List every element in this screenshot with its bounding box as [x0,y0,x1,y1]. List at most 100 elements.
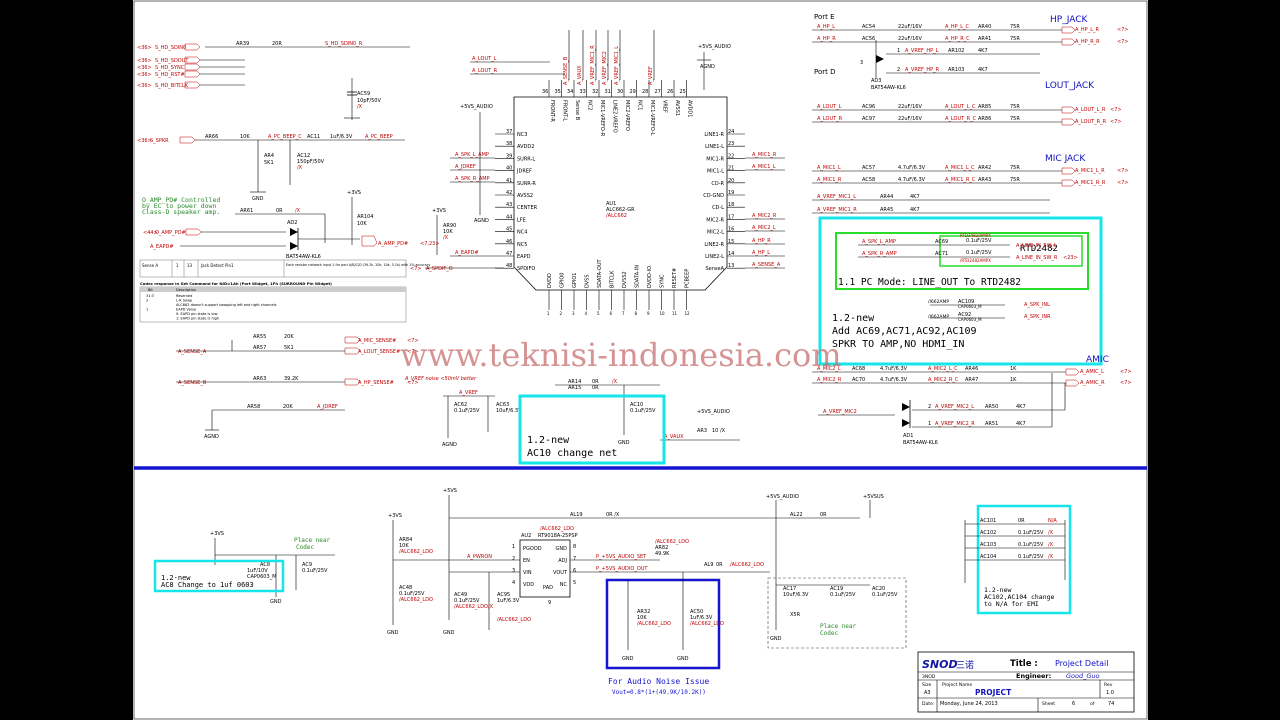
ar90-value: 10K [443,229,453,235]
beep-group: <36> S_SPKR AR66 10K A_PC_BEEP_C AC11 1u… [137,134,405,202]
project-title: Project Detail [1055,659,1108,668]
svg-text:三诺: 三诺 [956,660,974,671]
schematic-label: 0: EAPD pin state is low [176,312,218,316]
schematic-wire [344,378,361,386]
schematic-label: AR42 [978,165,991,171]
schematic-label: 4.7uF/6.3V [898,177,926,183]
svg-text:AR50: AR50 [985,404,998,410]
schematic-label: PCBEEP [685,269,691,288]
schematic-label: <7> [1117,27,1129,33]
svg-text:+3VS: +3VS [432,208,446,214]
schematic-label: A_MIC2_R [817,377,842,383]
svg-text:0R /X: 0R /X [606,512,620,518]
schematic-label: AR63 [253,376,266,382]
ad2-part: BAT54AW-KL6 [286,254,321,260]
schematic-label: AC97 [862,116,875,122]
svg-text:AC69: AC69 [935,239,948,245]
schematic-label: 12 [685,311,691,316]
schematic-label: NC3 [517,132,527,138]
schematic-label: A_MIC2_L_C [928,366,958,372]
svg-text:AD3: AD3 [871,78,881,84]
schematic-label: AC103 [980,542,996,548]
pc-beep-net: A_PC_BEEP [365,134,393,140]
svg-text:0R: 0R [592,385,599,391]
schematic-label: 4 [512,580,515,586]
svg-text:Project Name: Project Name [942,682,972,688]
schematic-label: LINE1-L [705,144,724,150]
schematic-label: 9 [548,600,551,606]
schematic-label: 6 [573,568,576,574]
schematic-label: EAPD [517,254,531,260]
svg-text:1uF/6.3V: 1uF/6.3V [690,615,713,621]
schematic-label: DVSS [585,274,591,288]
schematic-wire [1061,38,1076,46]
schematic-label: A_AMIC_L [1080,369,1104,375]
schematic-label: VIN [523,570,532,576]
schematic-label: DVDD-IO [647,266,653,288]
schematic-label: SURR-R [517,181,536,187]
svg-text:+5VS: +5VS [443,488,457,494]
schematic-label: <7> [407,380,419,386]
svg-text:AC62: AC62 [454,402,467,408]
schematic-label: 14 [728,251,734,257]
schematic-label: <7> [1120,380,1132,386]
schematic-label: VDD [523,582,534,588]
svg-text:RTD2482: RTD2482 [1020,244,1058,254]
svg-text:Codec: Codec [296,544,314,551]
schematic-label: 37 [506,129,512,135]
schematic-label: SenseA [705,266,724,272]
schematic-label: SPDIFO [517,266,535,272]
schematic-label: <36> [137,72,152,78]
schematic-label: LINE2-VREFO [612,100,618,133]
schematic-label: 22uF/16V [898,104,922,110]
schematic-label: 7 [622,311,625,316]
schematic-label: LINE2-L [705,254,724,260]
svg-text:0.1uF/25V: 0.1uF/25V [399,591,425,597]
svg-text:1.2-new: 1.2-new [527,435,570,446]
title-block: SNOD 三诺 Title : Project Detail Engineer:… [917,651,1135,713]
schematic-label: 17 [728,214,734,220]
svg-text:Size: Size [922,682,931,688]
schematic-label: 4K7 [978,67,988,73]
codec-part: ALC662-GR [606,207,635,213]
schematic-label: 16 [728,227,734,233]
svg-text:0.1uF/25V: 0.1uF/25V [454,408,480,414]
svg-text:/ALC662_LDO: /ALC662_LDO [730,562,764,568]
schematic-label: A_HP_L_R [1075,27,1099,33]
svg-text:LOUT_JACK: LOUT_JACK [1045,81,1095,91]
schematic-label: EAPD Value [176,308,196,312]
svg-text:AC63: AC63 [496,402,509,408]
schematic-label: A_SPK_R_AMP [455,176,490,182]
schematic-label: /X [1048,542,1054,548]
schematic-label: 39 [506,153,512,159]
schematic-wire [184,81,201,89]
schematic-label: SURR-L [517,156,535,162]
svg-text:Monday, June 24, 2013: Monday, June 24, 2013 [940,701,998,707]
schematic-label: A_SPK_L_AMP [455,152,489,158]
svg-text:AL19: AL19 [570,512,583,518]
ac11-value: 1uF/6.3V [330,134,353,140]
svg-text:BAT54AW-KL6: BAT54AW-KL6 [903,440,938,446]
svg-text:/RTD2482AMPX: /RTD2482AMPX [960,258,991,263]
schematic-label: AC57 [862,165,875,171]
svg-text:Good_Guo: Good_Guo [1066,672,1100,680]
schematic-label: S_HD_SDIN0 [155,45,186,51]
schematic-label: AR103 [948,67,964,73]
schematic-label: A_VREF_HP_L [905,48,939,54]
ad2-label: AD2 [287,220,297,226]
gnd-label: GND [252,196,264,202]
schematic-label: 4.7uF/6.3V [880,377,908,383]
svg-text:Add AC69,AC71,AC92,AC109: Add AC69,AC71,AC92,AC109 [832,326,977,337]
schematic-label: AC58 [862,177,875,183]
schematic-label: 29 [630,89,636,95]
svg-text:by EC to power down: by EC to power down [142,202,216,210]
schematic-label: A_LOUT_R_R [1075,119,1107,125]
ar39-label: AR39 [236,41,249,47]
svg-text:A_VREF_MIC2_R: A_VREF_MIC2_R [935,421,975,427]
schematic-wire [1061,118,1076,126]
svg-text:GND: GND [770,636,782,642]
svg-text:of: of [1090,701,1095,707]
schematic-label: AR44 [880,194,893,200]
